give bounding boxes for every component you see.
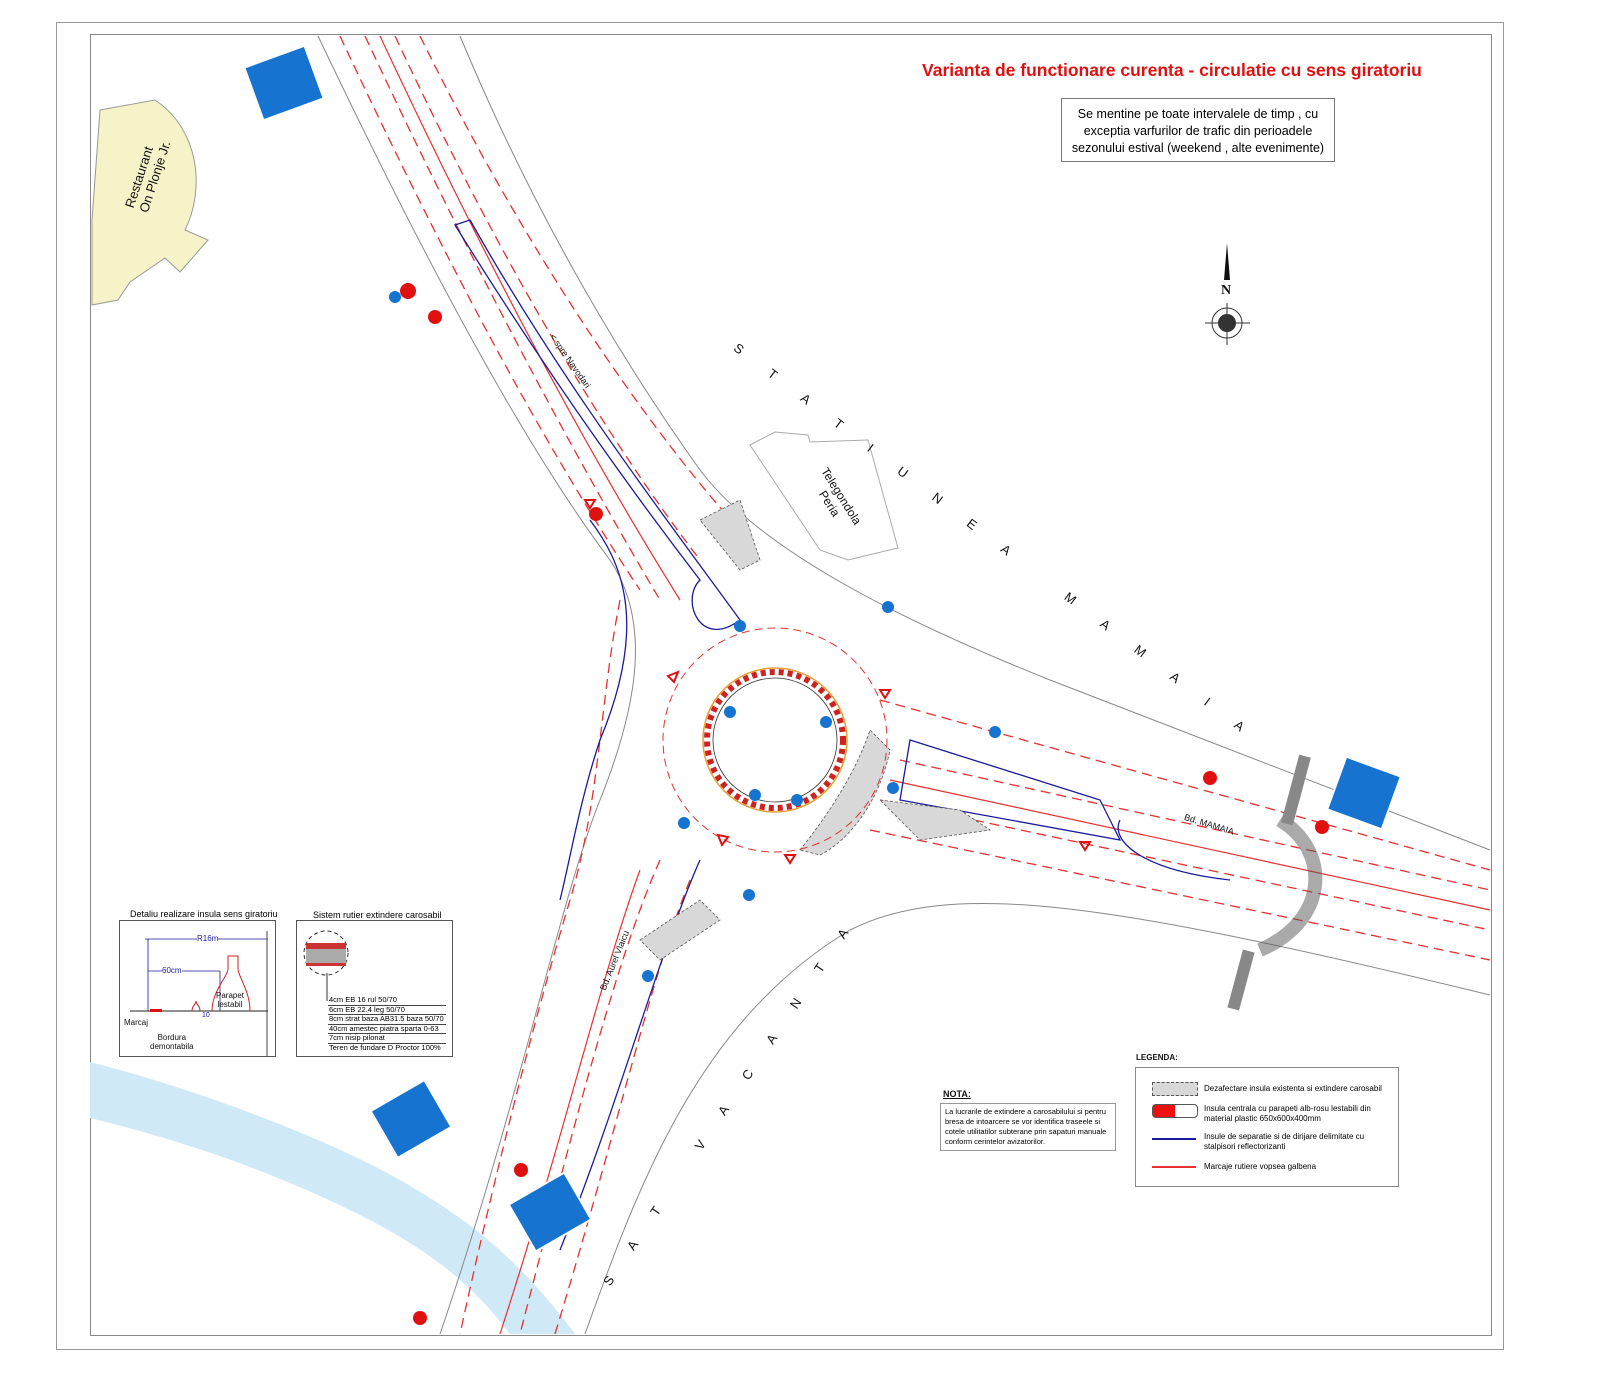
north-label: N <box>1221 283 1232 298</box>
bordura-text: Bordura <box>157 1033 187 1042</box>
radius-label: R16m <box>197 934 219 943</box>
marking-line-swatch <box>1152 1166 1196 1168</box>
drawing-frame <box>90 34 1492 1336</box>
layer: 7cm nisip pilonat <box>328 1033 446 1044</box>
layer: 4cm EB 16 rul 50/70 <box>328 995 446 1006</box>
note-line: Se mentine pe toate intervalele de timp … <box>1077 107 1319 121</box>
legend-label: Dezafectare insula existenta si extinder… <box>1204 1084 1382 1093</box>
detail-sistem-panel: 4cm EB 16 rul 50/70 6cm EB 22.4 leg 50/7… <box>296 920 453 1057</box>
direction-signs <box>243 44 1403 1253</box>
separator-line-swatch <box>1152 1138 1196 1140</box>
parapet-text: lestabil <box>217 1000 243 1009</box>
roundabout-outer <box>662 627 888 853</box>
legend-label: Marcaje rutiere vopsea galbena <box>1204 1162 1317 1171</box>
note-line: sezonului estival (weekend , alte evenim… <box>1071 141 1325 155</box>
nota-text: La lucrarile de extindere a carosabilulu… <box>940 1103 1116 1151</box>
telegondola-building <box>749 431 899 561</box>
legend: Dezafectare insula existenta si extinder… <box>1135 1067 1399 1187</box>
roundabout-island <box>704 669 846 811</box>
distance-label: 60cm <box>162 966 182 975</box>
drawing-title: Varianta de functionare curenta - circul… <box>922 60 1422 80</box>
removed-island-swatch <box>1152 1082 1198 1096</box>
layer: Teren de fundare D Proctor 100% <box>329 1042 441 1052</box>
layer: 8cm strat baza AB31.5 baza 50/70 <box>328 1014 446 1025</box>
nota-heading: NOTA: <box>943 1089 971 1099</box>
legend-heading: LEGENDA: <box>1136 1053 1178 1062</box>
pavement-layers: 4cm EB 16 rul 50/70 6cm EB 22.4 leg 50/7… <box>328 995 446 1052</box>
layer: 6cm EB 22.4 leg 50/70 <box>328 1005 446 1015</box>
restaurant-building <box>91 99 209 306</box>
north-arrow-icon <box>1205 243 1250 345</box>
detail-insula-title: Detaliu realizare insula sens giratoriu <box>130 909 278 919</box>
detail-sistem-title: Sistem rutier extindere carosabil <box>313 910 442 920</box>
bordura-text: demontabila <box>150 1042 194 1051</box>
parapet-text: Parapet <box>216 991 245 1000</box>
legend-label: Insule de separatie si de dirijare delim… <box>1204 1132 1365 1151</box>
operation-note: Se mentine pe toate intervalele de timp … <box>1061 98 1335 162</box>
barrier-swatch <box>1152 1104 1198 1118</box>
layer: 40cm amestec piatra sparta 0-63 <box>328 1024 446 1034</box>
legend-label: Insula centrala cu parapeti alb-rosu les… <box>1204 1104 1371 1123</box>
pedestrian-bridge <box>1257 814 1323 957</box>
gap-label: 10 <box>202 1012 210 1019</box>
note-line: exceptia varfurilor de trafic din perioa… <box>1083 124 1313 138</box>
drawing-sheet <box>56 22 1504 1350</box>
marcaj-label: Marcaj <box>124 1018 149 1027</box>
river <box>90 1062 575 1334</box>
